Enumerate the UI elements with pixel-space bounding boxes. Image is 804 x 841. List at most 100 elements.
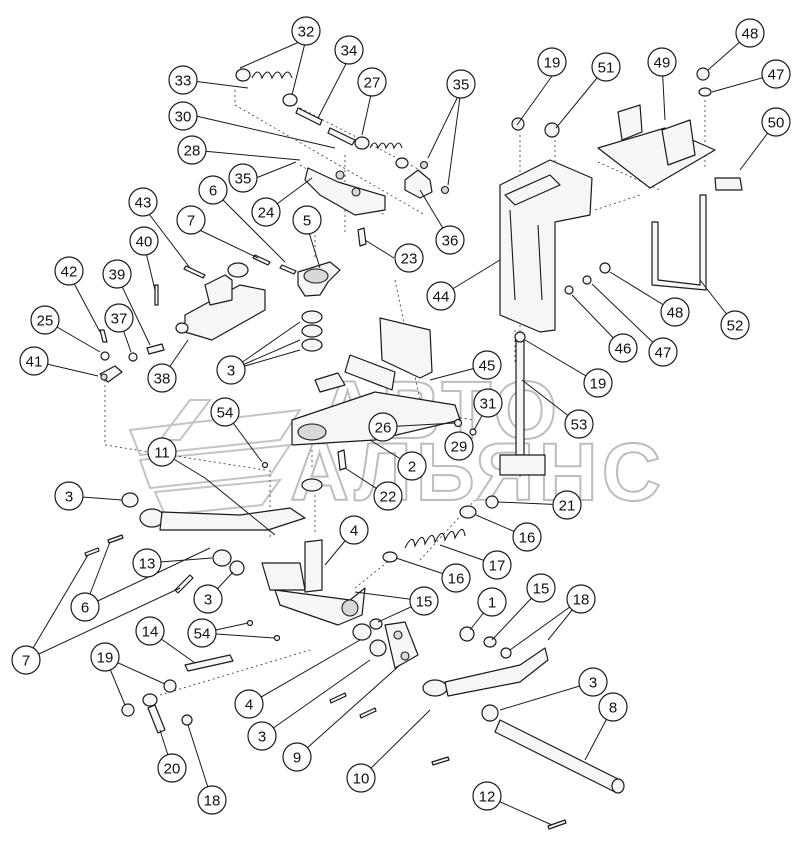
callout-label: 50 — [768, 115, 785, 132]
callout-label: 11 — [154, 445, 170, 462]
fitting-39 — [146, 343, 165, 355]
nut-21 — [485, 495, 499, 509]
pin-small-b — [359, 707, 377, 719]
callout-18: 18 — [197, 785, 227, 815]
callout-circle — [168, 101, 198, 131]
callout-45: 45 — [472, 350, 502, 380]
callout-circle — [472, 350, 502, 380]
callout-label: 54 — [217, 405, 234, 422]
callout-50: 50 — [761, 107, 791, 137]
callout-17: 17 — [482, 550, 512, 580]
callout-label: 2 — [408, 459, 416, 476]
callout-48: 48 — [660, 297, 690, 327]
callout-3: 3 — [54, 481, 84, 511]
callout-21: 21 — [552, 490, 582, 520]
washer-47-top — [698, 87, 712, 97]
bushing-13 — [212, 549, 232, 567]
callout-circle — [598, 692, 628, 722]
callout-label: 47 — [655, 345, 672, 362]
callout-circle — [147, 437, 177, 467]
bracket-44 — [499, 159, 593, 333]
bracket-24 — [304, 167, 386, 216]
callout-label: 42 — [61, 264, 78, 281]
callout-circle — [129, 226, 159, 256]
pin-7-left — [84, 547, 100, 557]
bolt-34 — [295, 107, 323, 126]
callout-label: 48 — [742, 26, 759, 43]
callout-circle — [564, 409, 594, 439]
callout-label: 51 — [598, 60, 615, 77]
pin-small-c — [431, 756, 450, 766]
callout-15: 15 — [409, 586, 439, 616]
spring-17 — [404, 528, 466, 549]
callout-circle — [578, 667, 608, 697]
callout-circle — [512, 522, 542, 552]
pin-12 — [547, 819, 567, 830]
callout-label: 1 — [488, 595, 496, 612]
callout-19: 19 — [90, 642, 120, 672]
callout-circle — [446, 69, 476, 99]
callout-label: 28 — [184, 143, 201, 160]
valve-block-38 — [175, 262, 266, 341]
callout-12: 12 — [472, 781, 502, 811]
spring-27 — [327, 127, 409, 169]
callout-39: 39 — [102, 259, 132, 289]
callout-label: 32 — [298, 24, 315, 41]
callout-label: 47 — [768, 67, 785, 84]
callout-11: 11 — [147, 437, 177, 467]
callout-31: 31 — [473, 388, 503, 418]
callout-circle — [132, 548, 162, 578]
washer-3-mid — [301, 478, 323, 492]
callout-circle — [70, 592, 100, 622]
callout-label: 16 — [448, 571, 465, 588]
callout-28: 28 — [177, 135, 207, 165]
pin-small-a — [329, 692, 347, 704]
callout-label: 48 — [667, 305, 684, 322]
callout-circle — [441, 563, 471, 593]
washer-16-top — [459, 505, 477, 519]
nut-18-right — [500, 647, 512, 659]
nut-19-bottom — [121, 703, 135, 717]
callout-label: 4 — [245, 697, 253, 714]
callout-label: 49 — [654, 55, 671, 72]
callout-label: 54 — [194, 626, 211, 643]
rod-end-41 — [99, 365, 123, 383]
callout-circle — [210, 397, 240, 427]
callout-circle — [473, 388, 503, 418]
callout-9: 9 — [282, 742, 312, 772]
callout-3: 3 — [193, 584, 223, 614]
callout-47: 47 — [648, 337, 678, 367]
parts — [84, 67, 743, 830]
callout-circle — [11, 645, 41, 675]
callout-circle — [228, 163, 258, 193]
callout-6: 6 — [70, 592, 100, 622]
callout-label: 19 — [590, 376, 607, 393]
callout-label: 43 — [135, 195, 152, 212]
callout-3: 3 — [578, 667, 608, 697]
callout-circle — [591, 52, 621, 82]
callout-circle — [282, 742, 312, 772]
callout-label: 39 — [109, 267, 126, 284]
callout-circle — [54, 481, 84, 511]
dowel-54-a — [246, 619, 254, 627]
callout-label: 15 — [533, 581, 550, 598]
callout-circle — [247, 721, 277, 751]
callout-label: 9 — [293, 750, 301, 767]
callout-label: 6 — [81, 600, 89, 617]
callout-6: 6 — [198, 175, 228, 205]
washer-3-left2 — [229, 560, 245, 576]
callout-circle — [394, 243, 424, 273]
callout-circle — [135, 616, 165, 646]
callout-label: 27 — [364, 75, 381, 92]
callout-circle — [176, 205, 206, 235]
callout-label: 26 — [375, 420, 392, 437]
callout-2: 2 — [397, 451, 427, 481]
callout-label: 30 — [175, 109, 192, 126]
callout-circle — [444, 431, 474, 461]
callout-label: 37 — [111, 311, 128, 328]
callout-46: 46 — [608, 333, 638, 363]
nut-37 — [128, 352, 138, 362]
callout-26: 26 — [368, 412, 398, 442]
callout-19: 19 — [583, 368, 613, 398]
callout-circle — [291, 16, 321, 46]
